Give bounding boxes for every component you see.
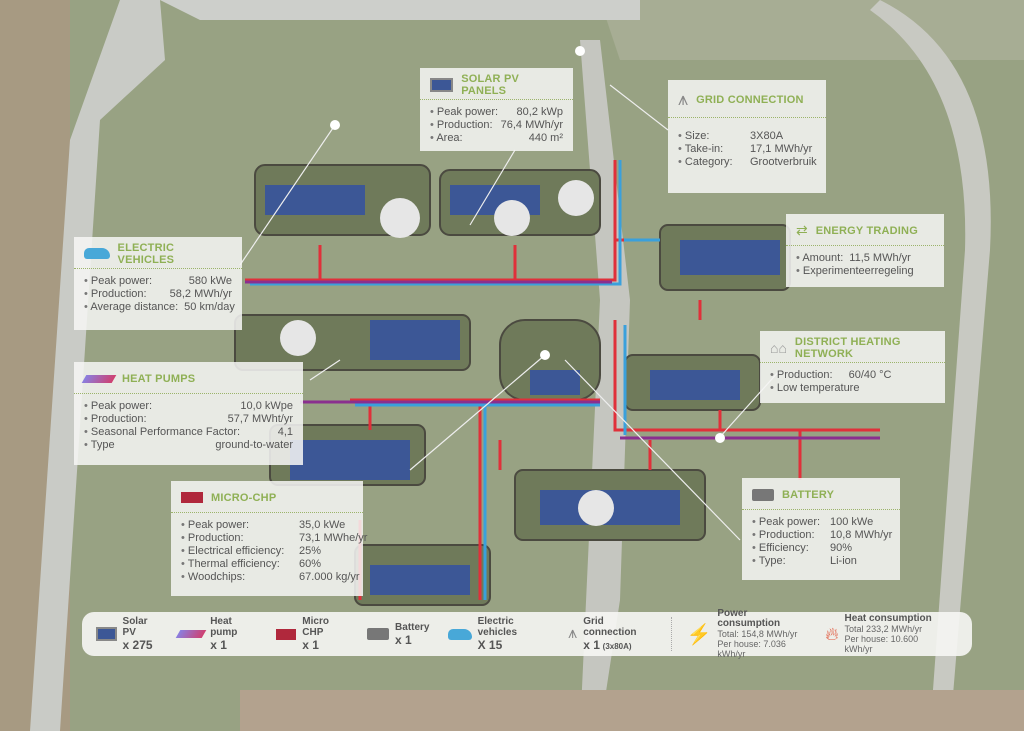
battery-panel: BATTERY Peak power:100 kWe Production:10… xyxy=(742,478,900,580)
battery-icon xyxy=(367,628,390,640)
district-heating-panel: ⌂⌂DISTRICT HEATING NETWORK Production:60… xyxy=(760,331,945,403)
heat-pump-icon xyxy=(81,374,117,383)
grid-connection-panel: ⩚GRID CONNECTION Size:3X80A Take-in:17,1… xyxy=(668,80,826,193)
solar-pv-panel: SOLAR PV PANELS Peak power:80,2 kWp Prod… xyxy=(420,68,573,151)
road xyxy=(30,0,165,731)
flame-icon: 🔥︎ xyxy=(825,623,839,644)
heat-pumps-panel: HEAT PUMPS Peak power:10,0 kWpe Producti… xyxy=(74,362,303,465)
grid-marker[interactable] xyxy=(575,46,585,56)
lightning-icon: ⚡ xyxy=(686,623,712,646)
electric-vehicles-panel: ELECTRIC VEHICLES Peak power:580 kWe Pro… xyxy=(74,237,242,330)
ev-marker[interactable] xyxy=(330,120,340,130)
car-icon xyxy=(84,248,110,259)
micro-chp-icon xyxy=(181,492,203,503)
micro-chp-panel: MICRO-CHP Peak power:35,0 kWe Production… xyxy=(171,481,367,596)
heat-pump-icon xyxy=(175,630,207,638)
micro-chp-icon xyxy=(275,628,297,640)
energy-trading-panel: ⇄ENERGY TRADING Amount:11,5 MWh/yr Exper… xyxy=(786,214,944,287)
district-marker[interactable] xyxy=(715,433,725,443)
energy-trading-icon: ⇄ xyxy=(796,222,808,238)
power-pylon-icon: ⩚ xyxy=(678,89,689,109)
solar-panel-icon xyxy=(430,77,454,92)
divider xyxy=(671,617,673,651)
car-icon xyxy=(447,628,472,640)
houses-heating-icon: ⌂⌂ xyxy=(770,339,787,356)
power-pylon-icon: ⩚ xyxy=(568,625,578,642)
solar-panel-icon xyxy=(96,627,117,641)
chp-marker[interactable] xyxy=(540,350,550,360)
battery-icon xyxy=(752,488,774,501)
